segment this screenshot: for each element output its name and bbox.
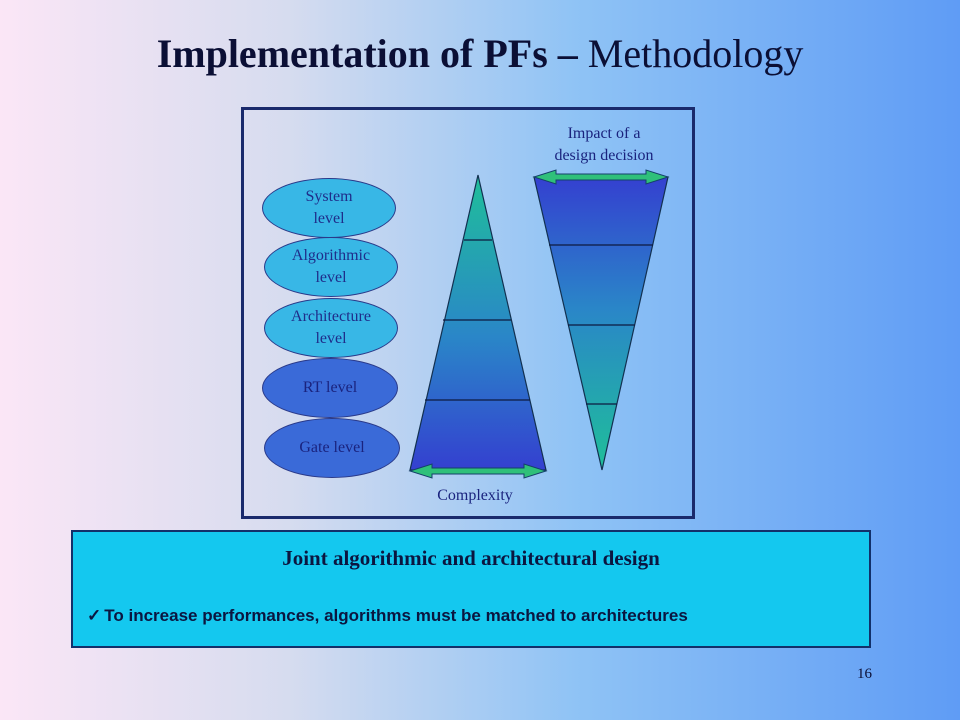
impact-arrow-icon: [532, 169, 670, 185]
info-bullet-text: To increase performances, algorithms mus…: [104, 606, 688, 625]
diagram-frame: [241, 107, 695, 519]
complexity-arrow-icon: [408, 463, 548, 479]
info-heading: Joint algorithmic and architectural desi…: [282, 546, 660, 570]
level-algorithmic: Algorithmic level: [264, 237, 398, 297]
page-number: 16: [857, 666, 872, 682]
check-icon: ✓: [87, 606, 102, 625]
complexity-label: Complexity: [437, 487, 513, 504]
info-box: Joint algorithmic and architectural desi…: [71, 530, 871, 648]
title-bold: Implementation of PFs –: [156, 31, 578, 76]
complexity-pyramid: [409, 174, 547, 471]
level-system: System level: [262, 178, 396, 238]
level-gate: Gate level: [264, 418, 400, 478]
slide-title: Implementation of PFs – Methodology: [0, 30, 960, 77]
title-rest: Methodology: [577, 31, 804, 76]
level-rt: RT level: [262, 358, 398, 418]
level-architecture: Architecture level: [264, 298, 398, 358]
info-bullet: ✓To increase performances, algorithms mu…: [87, 606, 688, 626]
impact-label: Impact of a design decision: [554, 125, 654, 164]
impact-pyramid: [533, 176, 669, 471]
